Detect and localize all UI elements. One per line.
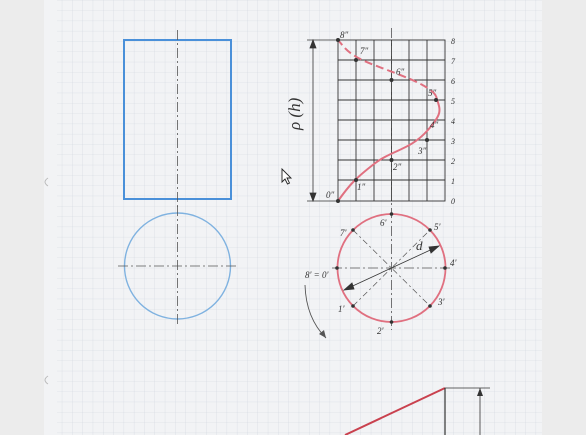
- scale-number: 6: [451, 77, 455, 86]
- circle-label: 7': [340, 228, 348, 238]
- front-view: [123, 30, 232, 210]
- helix-label: 0": [326, 190, 335, 200]
- circle-label: 1': [338, 304, 346, 314]
- top-view-circle: [118, 206, 238, 326]
- helix-label: 7": [360, 46, 369, 56]
- circle-label: 2': [377, 326, 385, 336]
- scale-number: 8: [451, 37, 455, 46]
- scale-number: 0: [451, 197, 455, 206]
- helix-label: 6": [396, 67, 405, 77]
- diameter-label: d: [416, 238, 423, 253]
- helix-points: [336, 38, 438, 203]
- circle-label: 3': [437, 297, 446, 307]
- helix-label: 1": [357, 182, 366, 192]
- scale-number: 4: [451, 117, 455, 126]
- circle-points: [335, 212, 447, 324]
- helix-hidden-curve: [337, 39, 437, 97]
- grid-paper: [57, 0, 542, 435]
- pitch-dimension: [307, 38, 338, 203]
- circle-label: 5': [434, 222, 442, 232]
- punch-mark: [44, 177, 49, 187]
- bottom-construction: [344, 387, 490, 435]
- scale-numbers: 8 7 6 5 4 3 2 1 0: [450, 37, 456, 206]
- helix-label: 5": [428, 88, 437, 98]
- helix-label: 4": [430, 120, 439, 130]
- punch-mark: [44, 375, 49, 385]
- rotation-arrow-head: [319, 330, 326, 338]
- helix-label: 2": [393, 162, 402, 172]
- diameter-dimension: [342, 245, 441, 291]
- mouse-cursor-icon: [281, 167, 293, 185]
- helix-label: 3": [417, 146, 427, 156]
- scale-number: 2: [451, 157, 455, 166]
- scale-number: 3: [450, 137, 455, 146]
- circle-label: 4': [450, 258, 458, 268]
- scale-number: 7: [451, 57, 456, 66]
- scale-number: 5: [451, 97, 455, 106]
- scale-number: 1: [451, 177, 455, 186]
- circle-label: 6': [380, 218, 388, 228]
- pitch-label: ρ (h): [285, 97, 304, 131]
- helix-label: 8": [340, 30, 349, 40]
- circle-label: 8' = 0': [305, 270, 329, 280]
